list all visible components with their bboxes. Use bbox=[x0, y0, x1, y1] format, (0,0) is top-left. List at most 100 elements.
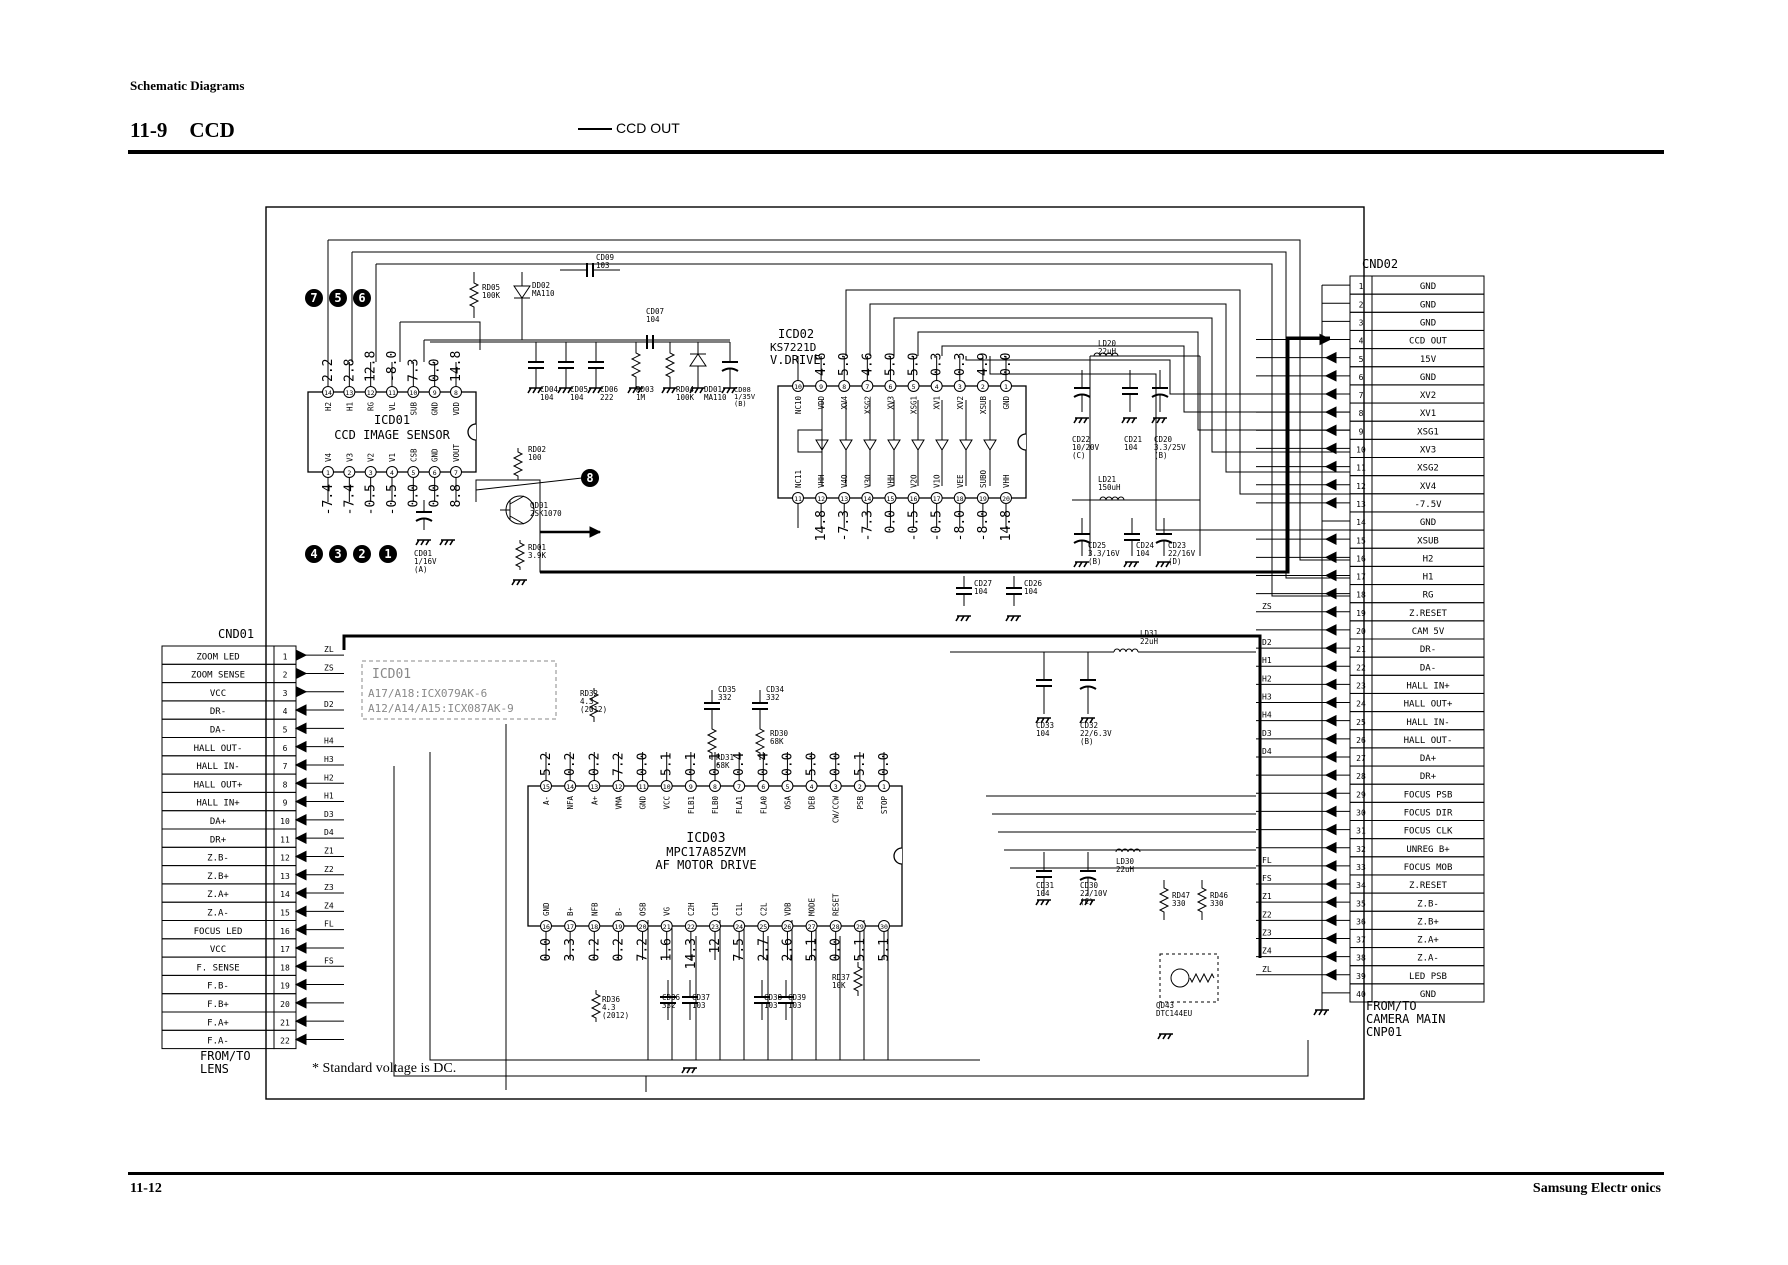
cnd02-pin-label: HALL OUT+ bbox=[1404, 700, 1453, 710]
cnd02-pin-number: 9 bbox=[1359, 427, 1364, 436]
component-label-dd01: MA110 bbox=[704, 393, 727, 402]
component-label-cd22: CD22 bbox=[1072, 435, 1090, 444]
ground-symbol bbox=[1005, 615, 1021, 622]
pin-15 bbox=[540, 780, 552, 792]
cnd01-pin-label: HALL OUT- bbox=[194, 744, 243, 754]
pin-name: FLA0 bbox=[759, 796, 768, 815]
pin-number: 20 bbox=[639, 923, 647, 931]
cnd01-pin-number: 5 bbox=[283, 726, 288, 735]
pin-number: 13 bbox=[345, 389, 353, 397]
arrow-left-icon bbox=[294, 887, 307, 899]
arrow-left-icon bbox=[1324, 696, 1337, 709]
arrow-left-icon bbox=[1324, 714, 1337, 727]
icd02-v-drive-notch bbox=[1017, 433, 1027, 451]
pin-number: 12 bbox=[615, 783, 623, 791]
test-point-4 bbox=[305, 545, 323, 563]
pin-28 bbox=[829, 920, 842, 932]
cnd01-pin-number: 11 bbox=[280, 835, 290, 844]
arrow-left-icon bbox=[294, 795, 307, 808]
test-point-2-label: 2 bbox=[358, 547, 365, 561]
arrow-left-icon bbox=[1324, 351, 1337, 364]
cnd02-pin-number: 30 bbox=[1356, 809, 1366, 818]
ccd-out-thick bbox=[540, 336, 1330, 574]
pin-number: 6 bbox=[761, 783, 765, 791]
pin-voltage: 0.0 bbox=[539, 938, 554, 961]
test-point-3-label: 3 bbox=[334, 547, 341, 561]
pin-number: 12 bbox=[367, 389, 375, 397]
pin-8 bbox=[838, 380, 851, 392]
net-xsub bbox=[989, 356, 1350, 531]
pin-voltage: -8.0 bbox=[385, 351, 400, 382]
arrow-left-icon bbox=[1324, 860, 1337, 872]
pin-name: C2L bbox=[759, 902, 768, 916]
pin-name: XSG2 bbox=[863, 396, 872, 414]
arrow-left-icon bbox=[1324, 914, 1337, 927]
cnd02-pin-label: 15V bbox=[1420, 355, 1437, 365]
net-label: H2 bbox=[324, 773, 334, 782]
net-xv4 bbox=[845, 289, 1350, 495]
pin-18 bbox=[953, 492, 966, 504]
pin-name: DEB bbox=[808, 796, 817, 810]
component-label-cd06: 222 bbox=[600, 393, 614, 402]
pin-voltage: 0.3 bbox=[953, 353, 968, 376]
pin-number: 2 bbox=[858, 783, 862, 791]
net-label: Z4 bbox=[1262, 947, 1272, 956]
component-label-cd07: CD07 bbox=[646, 307, 664, 316]
cnd02-pin-label: Z.B- bbox=[1417, 899, 1439, 909]
pin-number: 16 bbox=[910, 495, 918, 503]
pin-6 bbox=[428, 466, 441, 478]
cnd02-pin-number: 10 bbox=[1356, 446, 1366, 455]
arrow-left-icon bbox=[294, 1015, 307, 1027]
pin-name: GND bbox=[542, 902, 551, 916]
pin-16 bbox=[540, 920, 552, 932]
component-label-dd02: DD02 bbox=[532, 281, 550, 290]
icd01-name: CCD IMAGE SENSOR bbox=[334, 428, 450, 442]
component-label-rd37: RD37 bbox=[832, 973, 850, 982]
component-label-cd25: (B) bbox=[1088, 557, 1102, 566]
component-label-rd01: 3.9K bbox=[528, 551, 547, 560]
cnd02-footer: CAMERA MAIN bbox=[1366, 1012, 1445, 1026]
cnd02-pin-number: 37 bbox=[1356, 936, 1366, 945]
pin-name: A+ bbox=[590, 796, 599, 806]
cnd02-pin-label: CCD OUT bbox=[1409, 337, 1448, 347]
pin-number: 15 bbox=[542, 783, 550, 791]
qd43-dashed-box bbox=[1159, 953, 1219, 1003]
cnd02-footer: CNP01 bbox=[1366, 1025, 1402, 1039]
pin-14 bbox=[861, 492, 874, 504]
arrow-right-icon bbox=[295, 649, 308, 661]
cnd02-pin-number: 33 bbox=[1356, 863, 1366, 872]
cnd02-pin-number: 22 bbox=[1356, 663, 1366, 672]
pin-21 bbox=[660, 920, 673, 932]
pin-11 bbox=[386, 386, 398, 398]
ld30-inductor bbox=[1115, 848, 1141, 853]
pin-12 bbox=[815, 492, 828, 504]
pin-voltage: 5.0 bbox=[805, 753, 820, 776]
rd37-resistor bbox=[852, 962, 864, 996]
cd30-capacitor-plate bbox=[1079, 876, 1097, 881]
icd02-internal-block bbox=[797, 429, 823, 453]
component-label-ld31: LD31 bbox=[1140, 629, 1158, 638]
component-label-ld31: 22uH bbox=[1140, 637, 1159, 646]
pin-number: 15 bbox=[887, 495, 895, 503]
pin-26 bbox=[781, 920, 794, 932]
cnd02-pin-label: GND bbox=[1420, 518, 1436, 528]
pin-19 bbox=[612, 920, 625, 932]
pin-name: NC11 bbox=[794, 470, 803, 488]
cnd02-pin-label: H2 bbox=[1423, 554, 1434, 564]
component-label-cd32: CD32 bbox=[1080, 721, 1098, 730]
pin-number: 10 bbox=[794, 383, 802, 391]
pin-name: B- bbox=[614, 907, 623, 916]
pin-12 bbox=[364, 386, 377, 398]
component-label-rd03: 1M bbox=[636, 393, 646, 402]
component-label-cd01: 1/16V bbox=[414, 557, 437, 566]
pin-3 bbox=[829, 780, 842, 792]
cnd01-pin-label: VCC bbox=[210, 945, 226, 955]
pin-voltage: 0.2 bbox=[563, 753, 578, 776]
pin-number: 14 bbox=[324, 389, 332, 397]
net-label: D3 bbox=[324, 810, 334, 819]
pin-name: XV2 bbox=[956, 396, 965, 410]
legend-label: CCD OUT bbox=[616, 120, 680, 136]
cnd01-pin-label: DA- bbox=[210, 726, 226, 736]
pin-name: SUB bbox=[409, 402, 418, 416]
component-label-ld30: 22uH bbox=[1116, 865, 1135, 874]
